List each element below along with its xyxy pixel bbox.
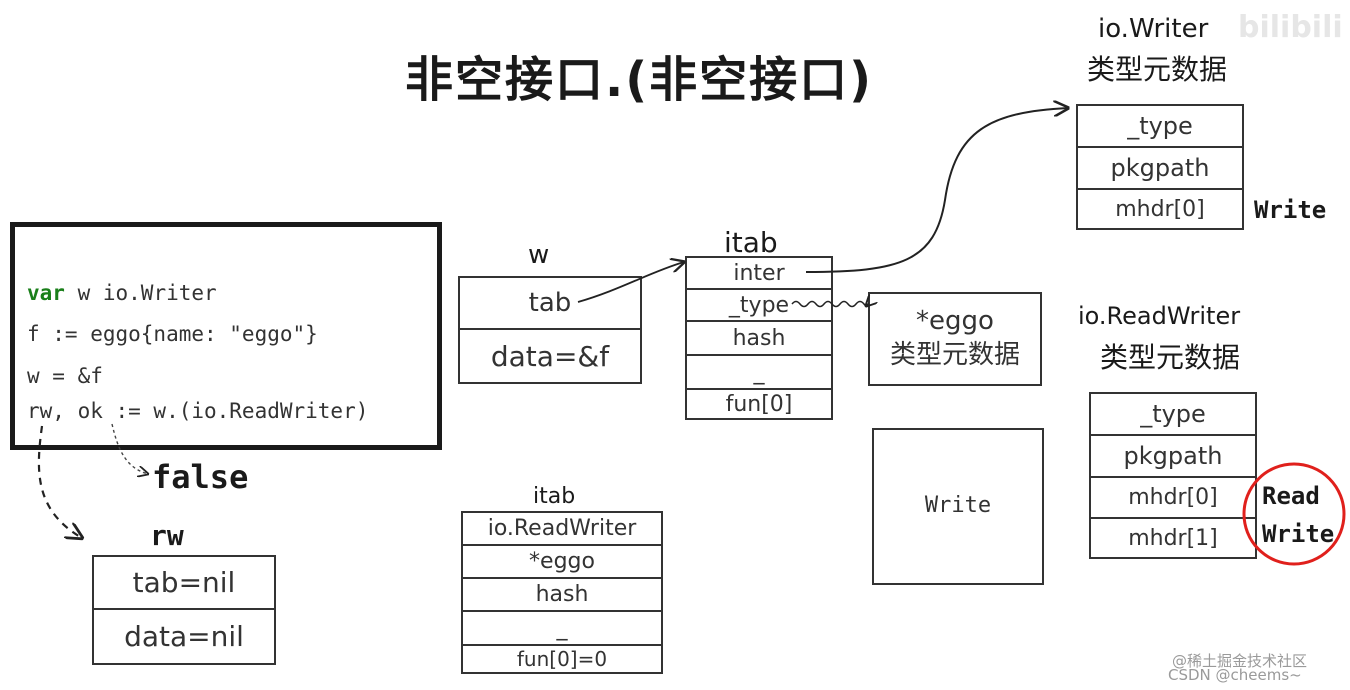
code-box: var w io.Writer f := eggo{name: "eggo"} … [10,222,442,450]
itab1-type-cell: _type [687,290,831,322]
io-writer-metadata-label: 类型元数据 [1087,53,1228,86]
io-readwriter-write-method: Write [1262,520,1335,548]
w-tab-cell: tab [460,278,640,330]
w-struct: tab data=&f [458,276,642,384]
io-readwriter-type-cell: _type [1091,394,1255,436]
io-writer-type-cell: _type [1078,106,1242,148]
itab2-fun-cell: fun[0]=0 [516,647,608,671]
page-title: 非空接口.(非空接口) [405,52,874,108]
write-method-label: Write [924,493,992,519]
itab2-type-cell: *eggo [463,546,661,579]
io-writer-title: io.Writer [1098,14,1209,44]
juejin-watermark: @稀土掘金技术社区 [1172,652,1308,670]
itab2-struct: io.ReadWriter *eggo hash _ fun[0]=0 [461,511,663,674]
w-data-cell: data=&f [490,339,610,373]
io-writer-struct: _type pkgpath mhdr[0] [1076,104,1244,230]
arrow-inter-to-io-writer [805,108,1068,273]
var-keyword: var [27,281,65,305]
rw-data-cell: data=nil [124,620,244,653]
code-line-4: rw, ok := w.(io.ReadWriter) [27,399,369,423]
read-write-highlight-circle [1242,462,1346,566]
itab1-struct: inter _type hash _ fun[0] [685,256,833,420]
itab2-blank-cell: _ [463,612,661,646]
io-readwriter-pkgpath-cell: pkgpath [1091,436,1255,478]
rw-label: rw [150,519,184,552]
rw-struct: tab=nil data=nil [92,555,276,665]
itab1-inter-cell: inter [687,258,831,290]
io-writer-mhdr0-cell: mhdr[0] [1115,196,1205,222]
itab1-hash-cell: hash [687,322,831,356]
itab2-inter-cell: io.ReadWriter [463,513,661,546]
io-writer-pkgpath-cell: pkgpath [1078,148,1242,190]
code-line-3: w = &f [27,364,103,388]
code-line-1-rest: w io.Writer [64,281,217,305]
io-readwriter-read-method: Read [1262,482,1320,510]
false-label: false [152,458,249,496]
rw-tab-cell: tab=nil [94,557,274,610]
io-readwriter-mhdr0-cell: mhdr[0] [1091,478,1255,519]
itab2-label: itab [533,484,576,509]
eggo-type-metadata-label: 类型元数据 [889,340,1020,370]
write-method-box: Write [872,428,1044,585]
itab2-hash-cell: hash [463,579,661,612]
code-line-2: f := eggo{name: "eggo"} [27,322,318,346]
w-label: w [528,240,550,270]
itab1-blank-cell: _ [687,356,831,390]
io-readwriter-mhdr1-cell: mhdr[1] [1128,525,1218,551]
code-line-1: var w io.Writer [27,281,217,305]
eggo-type-name: *eggo [916,306,994,337]
itab1-fun-cell: fun[0] [725,391,793,417]
io-readwriter-title: io.ReadWriter [1078,302,1241,330]
io-readwriter-metadata-label: 类型元数据 [1100,341,1241,374]
csdn-watermark: CSDN @cheems~ [1168,666,1302,684]
io-writer-write-method: Write [1254,196,1327,224]
io-readwriter-struct: _type pkgpath mhdr[0] mhdr[1] [1089,392,1257,559]
eggo-type-metadata-box: *eggo 类型元数据 [868,292,1042,386]
itab1-label: itab [724,226,778,259]
bilibili-logo: bilibili [1238,10,1343,45]
